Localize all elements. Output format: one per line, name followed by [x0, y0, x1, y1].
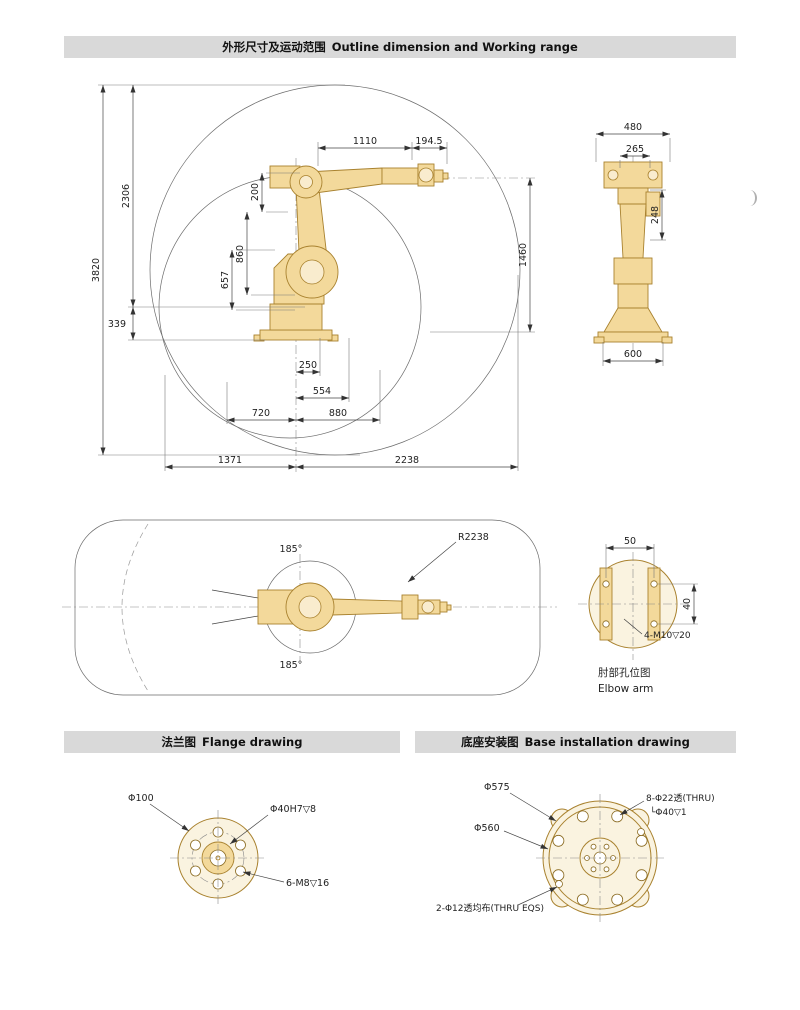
top-dashed-arc — [121, 523, 149, 692]
flange-bolt-label: 6-M8▽16 — [286, 878, 329, 889]
dim-657: 657 — [220, 249, 295, 311]
dim-657-label: 657 — [220, 271, 231, 289]
base-bolt-label-1: 8-Φ22透(THRU) — [646, 793, 715, 804]
dim-1371: 1371 — [164, 375, 296, 471]
base-drawing: Φ575 Φ560 8-Φ22透(THRU) └Φ40▽1 2-Φ12透均布(T… — [436, 782, 715, 922]
elbow-caption-zh: 肘部孔位图 — [598, 666, 651, 679]
dim-3820: 3820 — [91, 84, 360, 456]
dim-600: 600 — [602, 342, 664, 366]
base-bolt-label-2: └Φ40▽1 — [650, 806, 687, 818]
angle-lower-label: 185° — [280, 660, 303, 671]
radius-callout: R2238 — [407, 532, 489, 583]
base-pin-holes — [555, 828, 645, 888]
flange-dia-outer-label: Φ100 — [128, 793, 154, 804]
radius-label: R2238 — [458, 532, 489, 543]
base-header-zh: 底座安装图 — [461, 735, 519, 749]
dim-880-label: 880 — [329, 408, 347, 419]
robot-top-silhouette — [257, 582, 452, 632]
base-pin-label: 2-Φ12透均布(THRU EQS) — [436, 902, 544, 914]
flange-header-en: Flange drawing — [202, 735, 303, 749]
base-dia-inner-label: Φ560 — [474, 823, 500, 834]
flange-section-header: 法兰图 Flange drawing — [64, 731, 400, 753]
dim-480: 480 — [595, 122, 671, 162]
dim-250-label: 250 — [299, 360, 317, 371]
dim-480-label: 480 — [624, 122, 642, 133]
dim-860: 860 — [235, 212, 295, 296]
flange-drawing: Φ100 Φ40H7▽8 6-M8▽16 — [128, 793, 329, 906]
base-bolt-holes — [552, 810, 648, 906]
flange-header-zh: 法兰图 — [161, 735, 197, 749]
dim-200: 200 — [250, 172, 300, 213]
dim-3820-label: 3820 — [91, 258, 102, 282]
dim-720: 720 — [226, 382, 296, 424]
base-dia-outer-label: Φ575 — [484, 782, 510, 793]
dim-50: 50 — [605, 536, 655, 578]
dim-1460-label: 1460 — [518, 243, 529, 267]
dim-194-5: 194.5 — [412, 136, 448, 164]
base-bolt-callout: 8-Φ22透(THRU) └Φ40▽1 — [619, 793, 715, 818]
dim-2238-label: 2238 — [395, 455, 419, 466]
elbow-drawing: 50 40 4-M10▽20 肘部孔位图 Elbow arm — [578, 536, 698, 695]
top-envelope-outline — [74, 519, 541, 696]
side-view-drawing: 1110 194.5 3820 2306 339 — [91, 84, 535, 472]
outline-header-en: Outline dimension and Working range — [331, 40, 578, 54]
base-section-header: 底座安装图 Base installation drawing — [415, 731, 736, 753]
top-view-drawing: 185° 185° R2238 — [62, 519, 557, 696]
front-view-drawing: 480 265 248 600 — [593, 122, 673, 366]
page-edge-mark — [750, 190, 757, 206]
dim-339-label: 339 — [108, 319, 126, 330]
angle-upper-label: 185° — [280, 544, 303, 555]
elbow-callout-label: 4-M10▽20 — [644, 631, 691, 641]
flange-bolt-holes — [190, 826, 246, 890]
dim-600-label: 600 — [624, 349, 642, 360]
outline-section-header: 外形尺寸及运动范围 Outline dimension and Working … — [64, 36, 736, 58]
dim-250: 250 — [296, 338, 321, 376]
dim-40: 40 — [658, 583, 698, 625]
dim-880: 880 — [296, 370, 381, 424]
dim-1371-label: 1371 — [218, 455, 242, 466]
base-pin-callout: 2-Φ12透均布(THRU EQS) — [436, 886, 558, 914]
dim-265: 265 — [619, 144, 651, 168]
dim-1110: 1110 — [317, 136, 413, 166]
dim-248-label: 248 — [650, 206, 661, 224]
dim-2306: 2306 — [121, 85, 136, 307]
dim-1460: 1460 — [430, 178, 535, 333]
flange-dia-center-label: Φ40H7▽8 — [270, 804, 316, 815]
dim-248: 248 — [650, 189, 666, 241]
robot-front-silhouette — [593, 161, 673, 344]
dim-50-label: 50 — [624, 536, 636, 547]
dim-1110-label: 1110 — [353, 136, 377, 147]
base-dia-inner-callout: Φ560 — [474, 823, 549, 850]
dim-554: 554 — [296, 338, 350, 402]
outline-header-zh: 外形尺寸及运动范围 — [222, 40, 326, 54]
dim-40-label: 40 — [682, 598, 693, 610]
dim-194-5-label: 194.5 — [415, 136, 442, 147]
dim-2238: 2238 — [296, 275, 519, 471]
dim-554-label: 554 — [313, 386, 331, 397]
dim-860-label: 860 — [235, 245, 246, 263]
flange-dia-center-callout: Φ40H7▽8 — [229, 804, 316, 845]
flange-bolt-callout: 6-M8▽16 — [242, 871, 329, 889]
dim-200-label: 200 — [250, 183, 261, 201]
elbow-thread-callout: 4-M10▽20 — [623, 618, 691, 641]
flange-dia-outer-callout: Φ100 — [128, 793, 190, 832]
elbow-caption-en: Elbow arm — [598, 683, 653, 695]
robot-side-silhouette — [253, 163, 449, 342]
dim-720-label: 720 — [252, 408, 270, 419]
dim-265-label: 265 — [626, 144, 644, 155]
dim-2306-label: 2306 — [121, 184, 132, 208]
base-header-en: Base installation drawing — [524, 735, 690, 749]
base-dia-outer-callout: Φ575 — [484, 782, 557, 822]
dim-339: 339 — [108, 306, 305, 341]
